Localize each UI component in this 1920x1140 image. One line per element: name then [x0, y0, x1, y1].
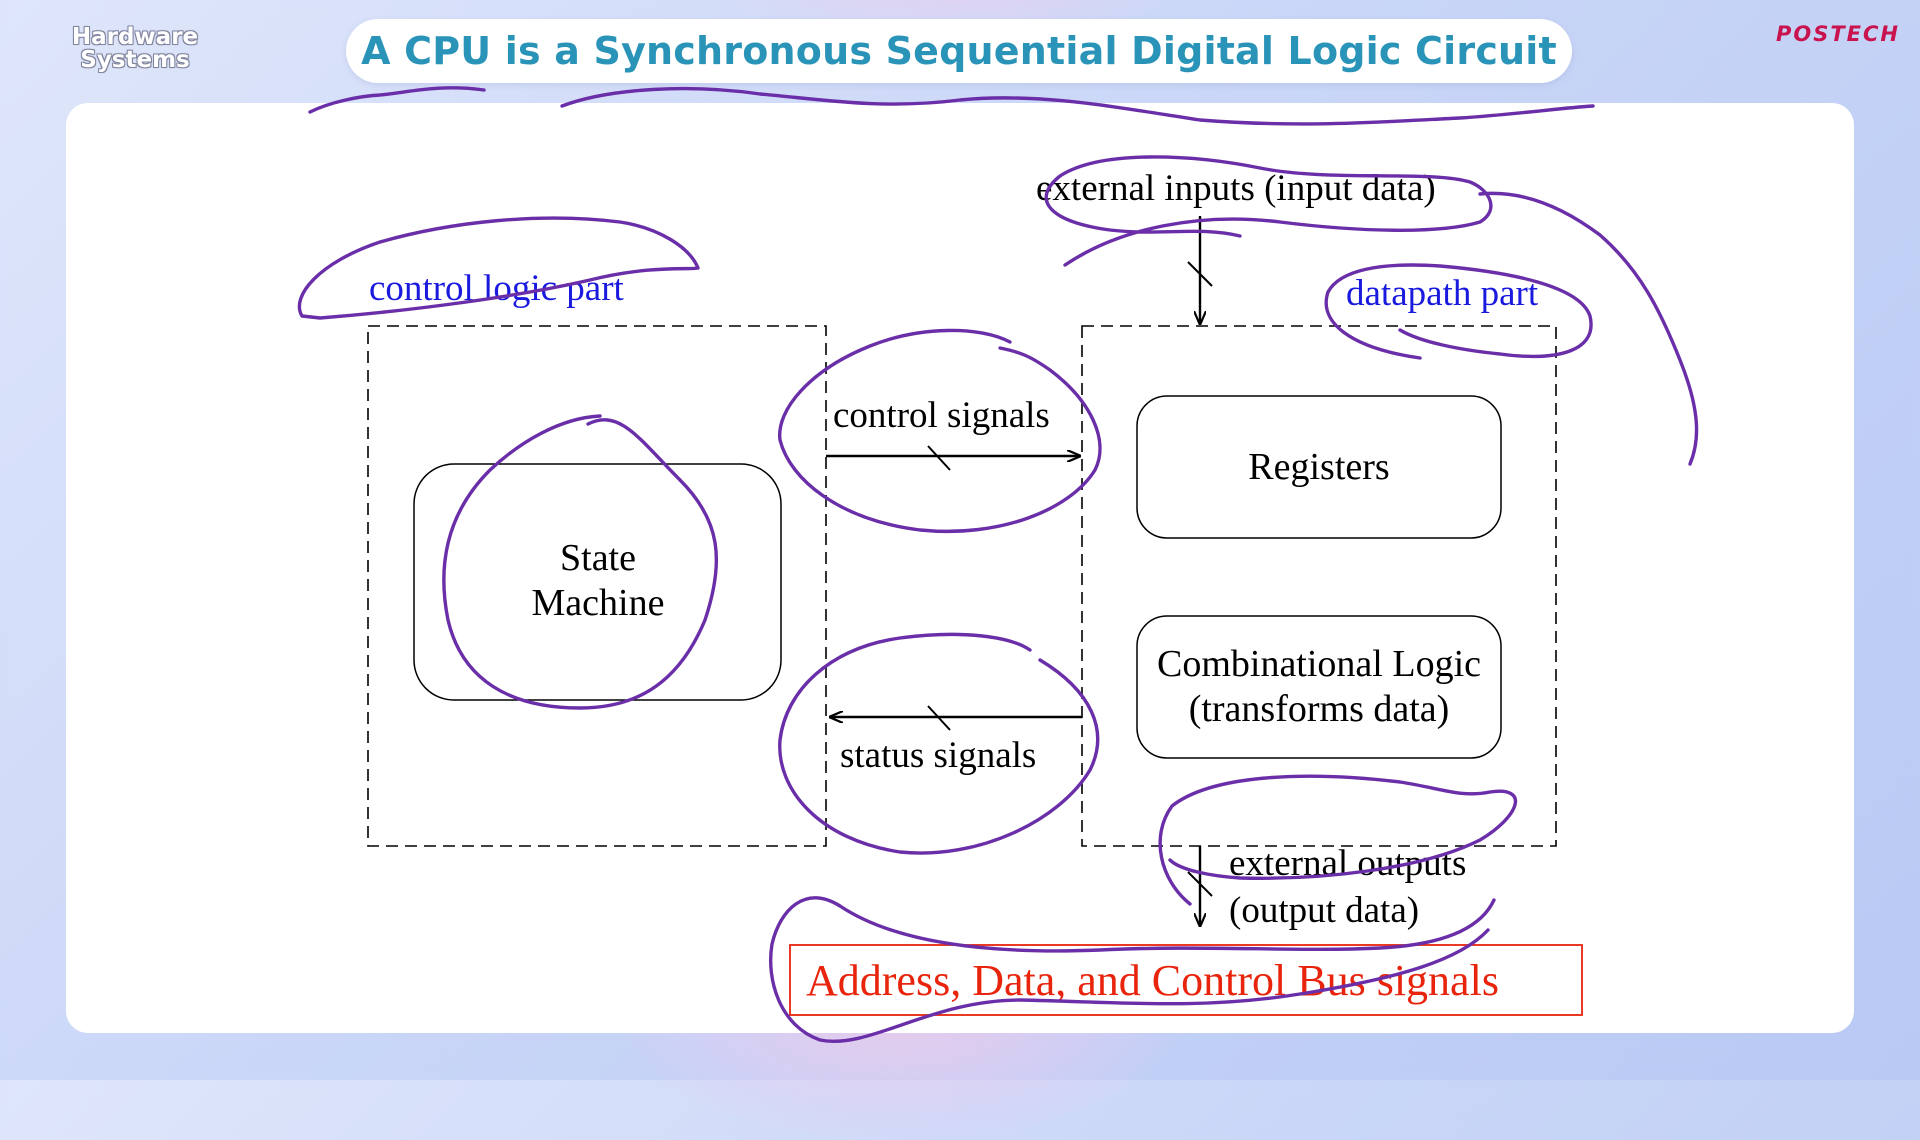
title-underline-stroke-2 — [560, 86, 1595, 126]
slide-title-banner: A CPU is a Synchronous Sequential Digita… — [346, 19, 1572, 83]
registers-box — [1136, 395, 1502, 539]
slide-content-card — [66, 103, 1854, 1033]
handwritten-annotations — [297, 86, 1699, 1043]
external-inputs-bus-slash — [1187, 261, 1213, 287]
logo-line-2: Systems — [80, 47, 190, 73]
status-signals-label: status signals — [840, 735, 1036, 776]
combinational-logic-label-line-1: Combinational Logic — [1157, 643, 1481, 685]
external-outputs-circle — [1158, 774, 1518, 906]
control-logic-circle — [297, 216, 700, 320]
control-signals-label: control signals — [833, 395, 1050, 436]
state-machine-label-line-1: State — [560, 537, 636, 579]
combinational-logic-label-line-2: (transforms data) — [1189, 688, 1450, 730]
control-logic-part-box — [367, 325, 827, 847]
control-signals-circle — [778, 328, 1102, 534]
status-signals-circle — [778, 632, 1100, 855]
logo-line-1: Hardware — [71, 24, 199, 50]
bus-signals-circle — [768, 896, 1496, 1043]
postech-logo: POSTECH — [1775, 22, 1900, 46]
external-inputs-circle — [1044, 155, 1493, 267]
external-outputs-label-line-2: (output data) — [1229, 890, 1419, 931]
datapath-part-circle — [1324, 263, 1593, 360]
slide-title: A CPU is a Synchronous Sequential Digita… — [361, 29, 1557, 73]
state-machine-box — [413, 463, 782, 701]
bus-signals-box — [789, 944, 1583, 1016]
datapath-part-label: datapath part — [1346, 273, 1539, 314]
state-machine-label-line-2: Machine — [532, 582, 665, 624]
title-underline-stroke-1 — [308, 86, 486, 114]
external-outputs-bus-slash — [1187, 871, 1213, 897]
hardware-systems-logo: Hardware Systems — [60, 26, 210, 72]
datapath-part-box — [1081, 325, 1557, 847]
state-machine-circle — [442, 414, 719, 710]
status-signals-bus-slash — [927, 705, 951, 731]
combinational-logic-box — [1136, 615, 1502, 759]
control-signals-bus-slash — [927, 445, 951, 471]
datapath-arc — [1478, 191, 1699, 466]
cpu-block-diagram: control logic part datapath part State M… — [297, 86, 1699, 1043]
registers-label: Registers — [1248, 446, 1389, 488]
control-logic-part-label: control logic part — [369, 268, 625, 309]
bus-signals-label: Address, Data, and Control Bus signals — [806, 956, 1499, 1005]
